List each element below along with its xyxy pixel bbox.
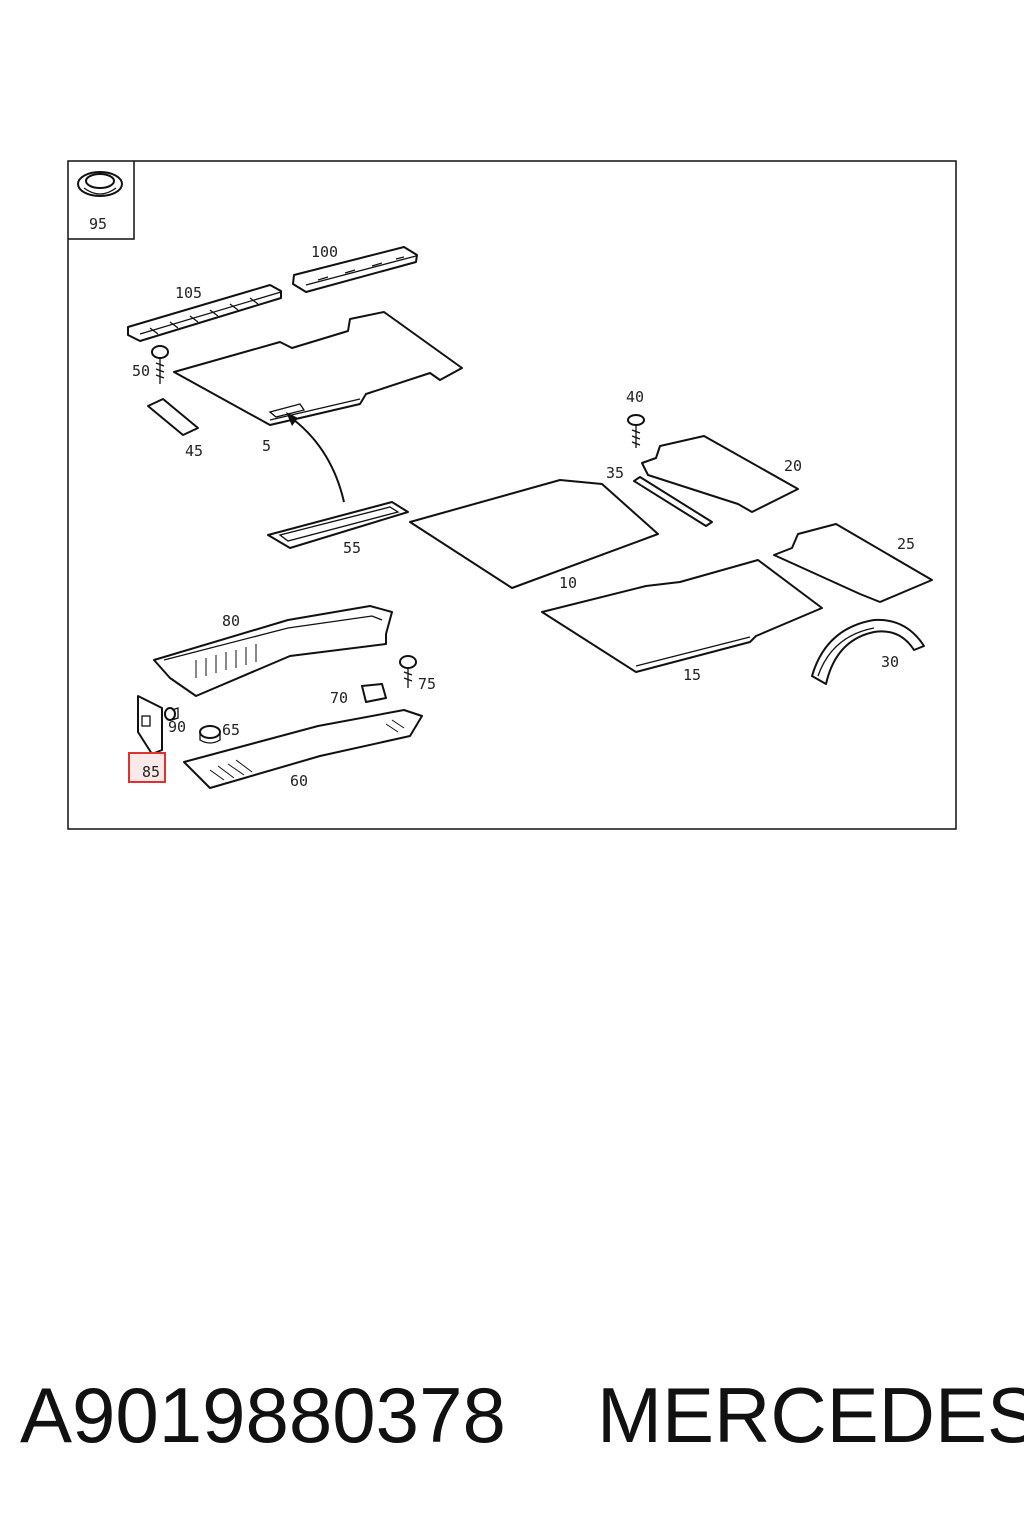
leader-arrow — [293, 419, 345, 503]
screw-40-part — [627, 414, 645, 448]
panel-15-part — [541, 559, 823, 673]
inset-box — [68, 161, 135, 240]
callout-90: 90 — [168, 718, 186, 736]
callout-85: 85 — [142, 763, 160, 781]
parts-diagram: 95 100 105 50 45 5 40 35 20 55 10 25 80 … — [67, 160, 957, 830]
callout-50: 50 — [132, 362, 150, 380]
callout-95: 95 — [89, 215, 107, 233]
rail-100-part — [292, 246, 418, 293]
grommet-part — [77, 171, 123, 197]
screw-50-part — [151, 345, 169, 384]
diagram-frame — [67, 160, 957, 830]
callout-15: 15 — [683, 666, 701, 684]
panel-10-part — [409, 479, 659, 589]
floor-panel-5-part — [173, 311, 463, 426]
callout-35: 35 — [606, 464, 624, 482]
callout-75: 75 — [418, 675, 436, 693]
sill-60-part — [183, 709, 423, 789]
screw-75-part — [399, 655, 417, 688]
callout-100: 100 — [311, 243, 338, 261]
rail-105-part — [127, 284, 282, 342]
brand-name: MERCEDES — [597, 1371, 1024, 1459]
callout-25: 25 — [897, 535, 915, 553]
callout-30: 30 — [881, 653, 899, 671]
callout-20: 20 — [784, 457, 802, 475]
callout-55: 55 — [343, 539, 361, 557]
plug-65-part — [199, 725, 221, 744]
callout-10: 10 — [559, 574, 577, 592]
wheel-arch-30-part — [811, 618, 925, 685]
callout-105: 105 — [175, 284, 202, 302]
callout-65: 65 — [222, 721, 240, 739]
panel-20-part — [641, 435, 799, 513]
strip-45-part — [147, 398, 199, 436]
callout-5: 5 — [262, 437, 271, 455]
pin-90-part — [164, 707, 179, 721]
panel-25-part — [773, 523, 933, 603]
trim-55-part — [267, 501, 409, 549]
highlight-box — [128, 752, 166, 783]
callout-40: 40 — [626, 388, 644, 406]
strip-35-part — [633, 476, 713, 527]
callout-70: 70 — [330, 689, 348, 707]
callout-60: 60 — [290, 772, 308, 790]
part-number: A9019880378 — [20, 1371, 506, 1459]
clip-70-part — [361, 683, 387, 703]
bracket-85-part — [137, 695, 163, 755]
callout-45: 45 — [185, 442, 203, 460]
side-trim-80-part — [153, 605, 393, 697]
footer: A9019880378 MERCEDES — [0, 1370, 1024, 1470]
callout-80: 80 — [222, 612, 240, 630]
